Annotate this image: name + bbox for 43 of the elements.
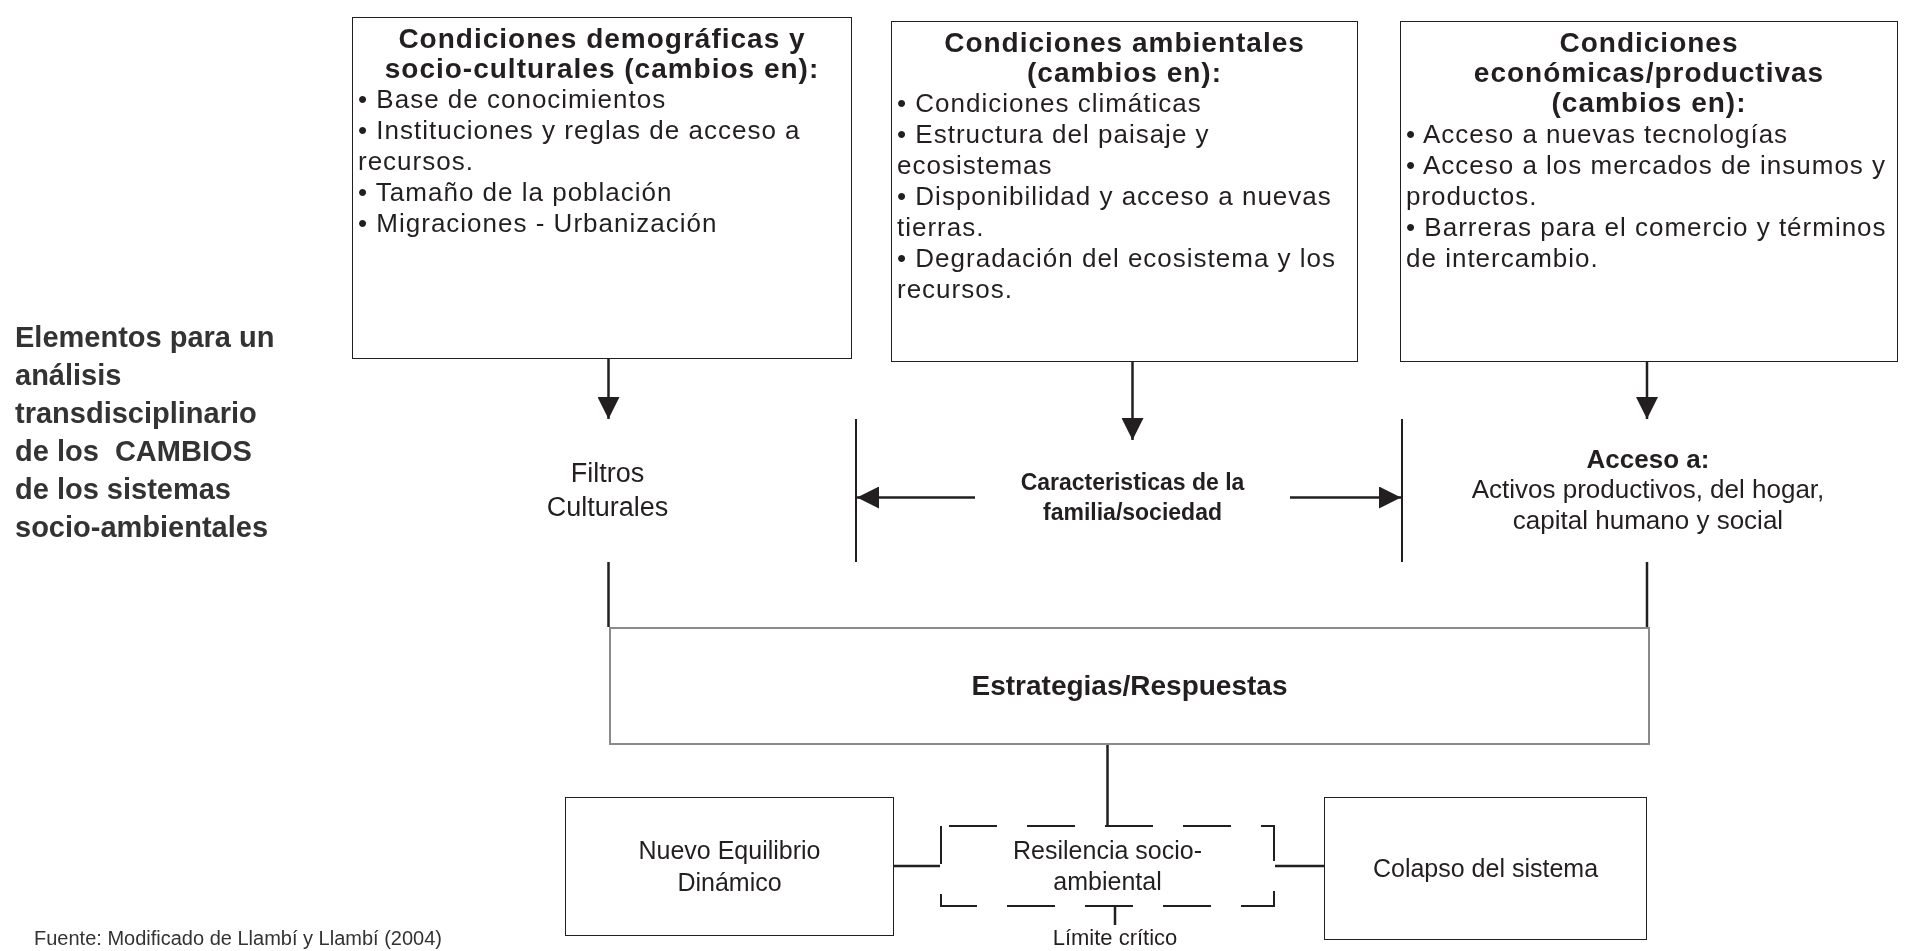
source-note: Fuente: Modificado de Llambí y Llambí (2004) <box>34 927 442 950</box>
outcome-box <box>565 797 894 936</box>
bullet-item: • Migraciones - Urbanización <box>358 208 719 240</box>
node-text: Caracteristicas de la familia/sociedad <box>1019 467 1246 527</box>
arrow <box>1121 362 1144 440</box>
access-heading: Acceso a: <box>1586 445 1710 474</box>
connector-line <box>1645 562 1649 627</box>
condition-box <box>891 21 1358 362</box>
bullet-item: • Degradación del ecosistema y los recursos. <box>897 243 1338 306</box>
bullet-item: • Tamaño de la población <box>358 177 674 209</box>
bullet-item: • Base de conocimientos <box>358 84 668 116</box>
arrow <box>1290 486 1401 509</box>
resilience-box <box>940 825 1275 907</box>
connector-line <box>607 562 610 627</box>
strategy-box <box>609 627 1650 745</box>
side-title: Elementos para un análisis transdisciplinario de los CAMBIOS de los sistemas socio-ambientales <box>15 320 276 545</box>
box-heading: Condiciones demográficas y socio-culturales (cambios en): <box>383 24 821 85</box>
access-text: Activos productivos, del hogar, capital humano y social <box>1470 473 1826 536</box>
connector-line <box>1113 907 1117 925</box>
bullet-item: • Condiciones climáticas <box>897 88 1203 120</box>
bullet-item: • Estructura del paisaje y ecosistemas <box>897 119 1211 182</box>
node-text: Colapso del sistema <box>1372 852 1599 884</box>
node-text: Estrategias/Respuestas <box>971 668 1288 703</box>
bullet-item: • Acceso a nuevas tecnologías <box>1406 118 1790 150</box>
node-text: Resilencia socio-ambiental <box>1012 834 1203 897</box>
condition-box <box>352 17 852 359</box>
bullet-item: • Disponibilidad y acceso a nuevas tierras. <box>897 181 1333 244</box>
bullet-item: • Barreras para el comercio y términos de intercambio. <box>1406 211 1888 274</box>
arrow <box>857 486 975 509</box>
condition-box <box>1400 21 1898 362</box>
arrow <box>1636 362 1658 419</box>
bullet-item: • Acceso a los mercados de insumos y productos. <box>1406 149 1888 212</box>
arrow <box>597 359 620 419</box>
connector-line <box>1275 864 1324 868</box>
node-text: Filtros Culturales <box>545 456 670 524</box>
box-heading: Condiciones económicas/productivas (cambios en): <box>1472 28 1826 119</box>
node-text: Límite crítico <box>1052 924 1178 951</box>
node-text: Nuevo Equilibrio Dinámico <box>637 835 822 898</box>
bullet-item: • Instituciones y reglas de acceso a recursos. <box>358 115 802 178</box>
connector-line <box>1106 745 1109 825</box>
box-heading: Condiciones ambientales (cambios en): <box>943 28 1306 89</box>
outcome-box <box>1324 797 1647 940</box>
connector-line <box>894 864 940 868</box>
